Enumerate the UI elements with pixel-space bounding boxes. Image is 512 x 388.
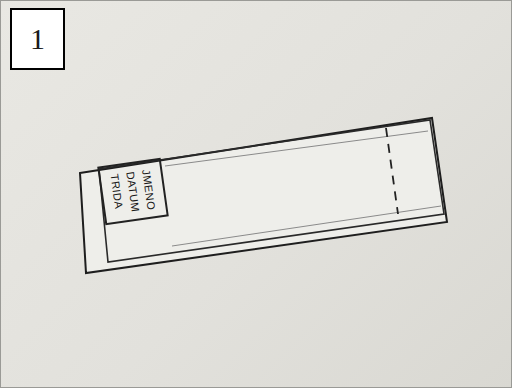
label-box: JMENODATUMTRIDA [97, 158, 169, 225]
number-text: 1 [12, 10, 63, 56]
rotated-text: JMENODATUMTRIDA [106, 168, 159, 215]
callout-number: 1 [10, 8, 65, 70]
